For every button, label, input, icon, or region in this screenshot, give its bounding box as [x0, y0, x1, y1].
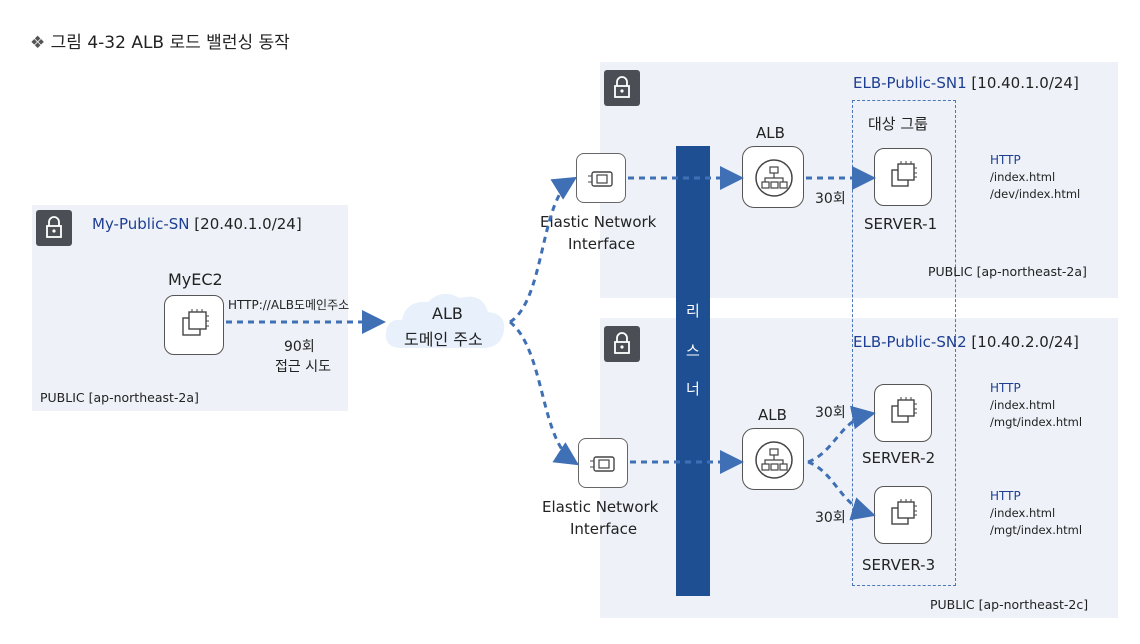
listener-char-3: 너 — [686, 380, 700, 398]
server-3-icon[interactable] — [874, 486, 932, 544]
eni-bottom-label-2: Interface — [570, 520, 638, 538]
left-subnet-title: My-Public-SN [20.40.1.0/24] — [92, 215, 302, 233]
ec2-instance-icon[interactable] — [164, 295, 224, 355]
alb-bottom-icon[interactable] — [742, 428, 804, 490]
left-az-label: PUBLIC [ap-northeast-2a] — [40, 390, 199, 405]
myec2-label: MyEC2 — [168, 270, 223, 289]
eni-top-label-1: Elastic Network — [540, 213, 657, 231]
server-2-label: SERVER-2 — [862, 449, 936, 467]
subnet2-title: ELB-Public-SN2 [10.40.2.0/24] — [853, 333, 1079, 351]
server-2-count: 30회 — [815, 405, 846, 421]
subnet1-title: ELB-Public-SN1 [10.40.1.0/24] — [853, 74, 1079, 92]
lock-icon — [604, 326, 640, 362]
eni-bottom-label-1: Elastic Network — [542, 498, 659, 516]
caption-bullet-icon: ❖ — [30, 33, 46, 53]
server-1-paths: HTTP /index.html /dev/index.html — [990, 153, 1081, 201]
subnet1-az: PUBLIC [ap-northeast-2a] — [928, 264, 1087, 279]
server-3-count: 30회 — [815, 510, 846, 526]
request-count: 90회 — [284, 339, 315, 355]
subnet2-az: PUBLIC [ap-northeast-2c] — [930, 597, 1089, 612]
lock-icon — [604, 70, 640, 106]
lock-icon — [36, 210, 72, 246]
server-1-icon[interactable] — [874, 148, 932, 206]
listener-char-1: 리 — [686, 302, 700, 320]
server-2-icon[interactable] — [874, 384, 932, 442]
eni-top-icon[interactable] — [576, 153, 626, 203]
figure-caption: ❖ 그림 4-32 ALB 로드 밸런싱 동작 — [30, 33, 290, 53]
listener-char-2: 스 — [686, 342, 700, 360]
server-1-count: 30회 — [815, 191, 846, 207]
server-3-label: SERVER-3 — [862, 556, 936, 574]
alb-domain-line2: 도메인 주소 — [404, 330, 483, 349]
http-request-label: HTTP://ALB도메인주소 — [228, 298, 350, 312]
server-3-paths: HTTP /index.html /mgt/index.html — [990, 489, 1083, 537]
target-group-label: 대상 그룹 — [868, 115, 928, 133]
alb-top-icon[interactable] — [742, 146, 804, 208]
target-group-box — [852, 100, 956, 586]
server-1-label: SERVER-1 — [864, 215, 938, 233]
alb-domain-line1: ALB — [432, 304, 463, 323]
eni-top-label-2: Interface — [568, 235, 636, 253]
server-2-paths: HTTP /index.html /mgt/index.html — [990, 381, 1083, 429]
eni-bottom-icon[interactable] — [578, 438, 628, 488]
alb-top-label: ALB — [756, 124, 785, 142]
alb-bottom-label: ALB — [758, 406, 787, 424]
listener-bar — [676, 146, 710, 596]
request-count-desc: 접근 시도 — [275, 359, 331, 375]
